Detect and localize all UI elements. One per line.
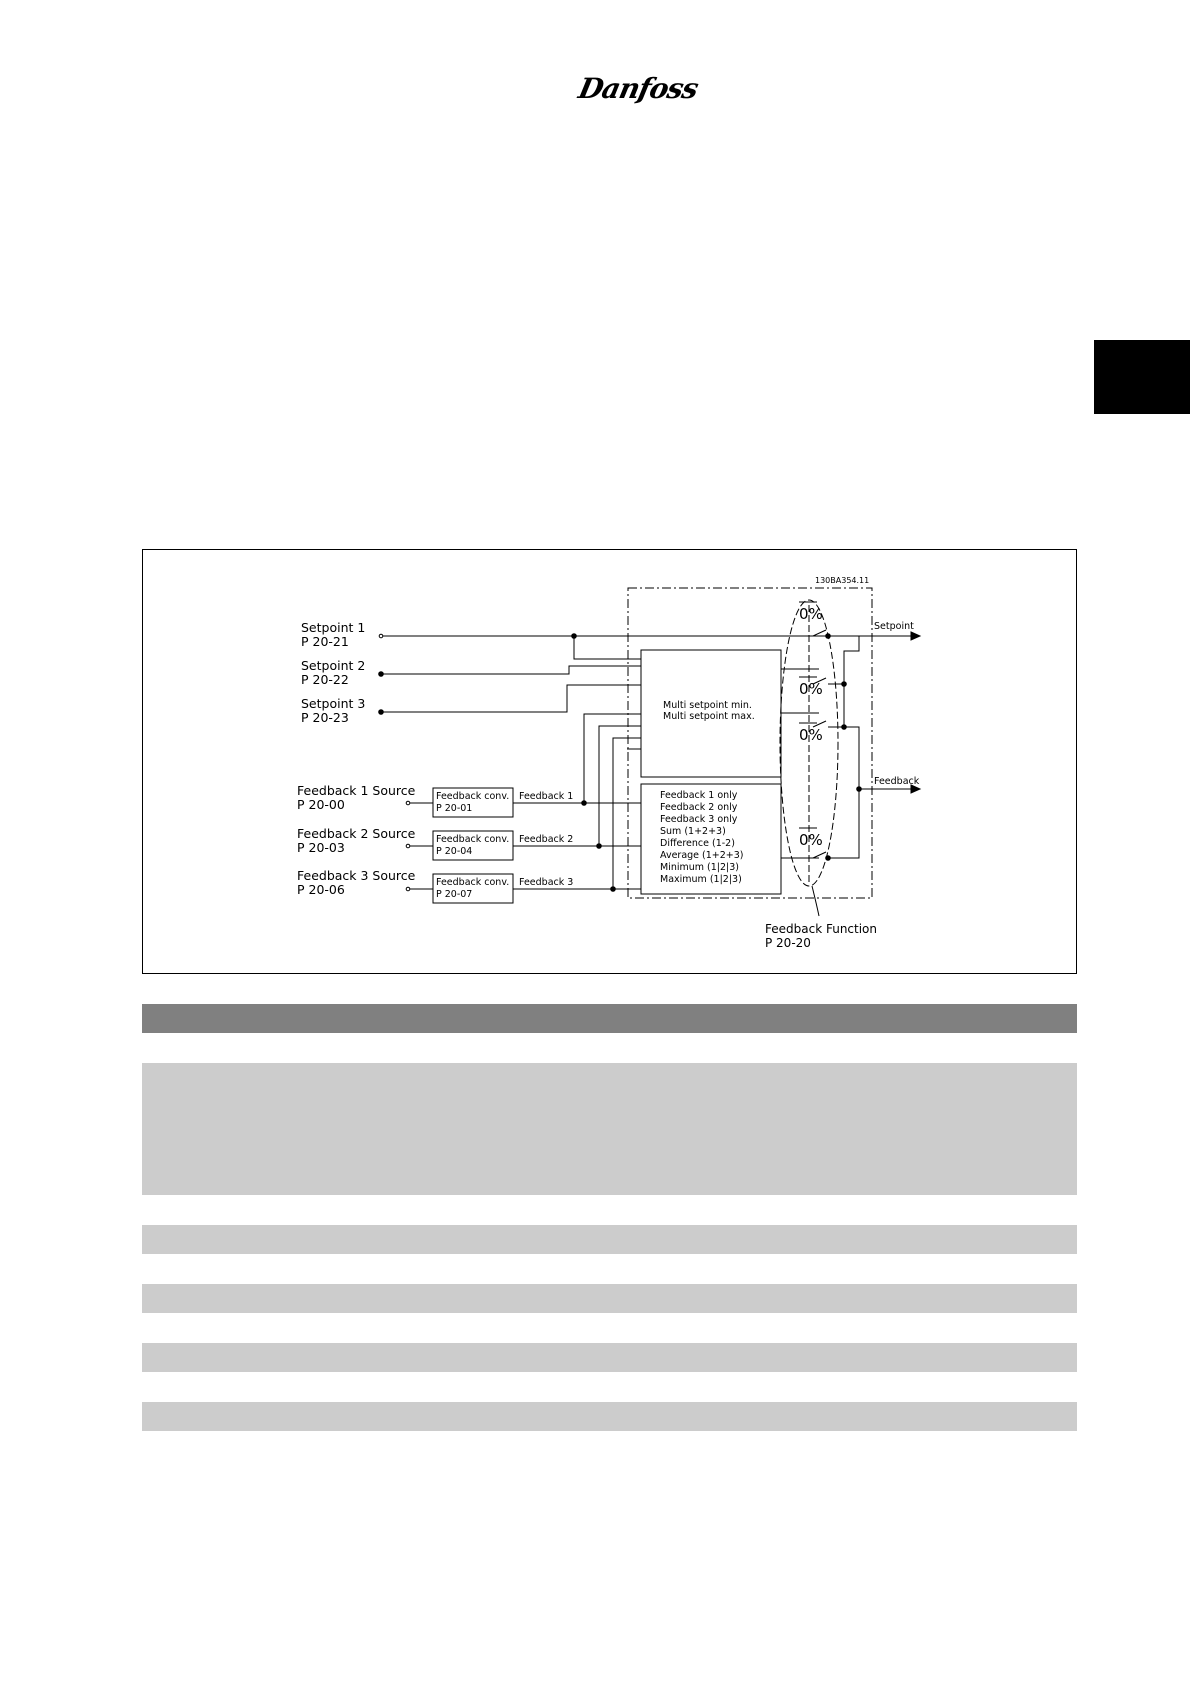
multi-setpoint-max: Multi setpoint max. bbox=[663, 711, 755, 722]
setpoint-1-param: P 20-21 bbox=[301, 634, 349, 649]
danfoss-logo: Danfoss bbox=[575, 72, 701, 105]
feedback-3-line-label: Feedback 3 bbox=[519, 877, 573, 888]
setpoint-3-label: Setpoint 3 bbox=[301, 696, 365, 711]
feedback-function-box bbox=[640, 783, 782, 895]
feedback-conv-3-label: Feedback conv. bbox=[436, 877, 509, 888]
switch-label-2: 0% bbox=[799, 680, 823, 698]
feedback-conv-1-param: P 20-01 bbox=[436, 803, 472, 814]
function-option-8: Maximum (1|2|3) bbox=[660, 874, 742, 885]
feedback-conv-3-param: P 20-07 bbox=[436, 889, 472, 900]
feedback-3-source-label: Feedback 3 Source bbox=[297, 868, 416, 883]
feedback-1-source-param: P 20-00 bbox=[297, 797, 345, 812]
feedback-diagram-frame: 130BA354.11 Setpoint 1 P 20-21 Setpoint … bbox=[142, 549, 1077, 974]
function-option-6: Average (1+2+3) bbox=[660, 850, 744, 861]
function-option-1: Feedback 1 only bbox=[660, 790, 738, 801]
setpoint-output-label: Setpoint bbox=[874, 621, 914, 632]
function-option-3: Feedback 3 only bbox=[660, 814, 738, 825]
table-header-bar bbox=[142, 1004, 1077, 1033]
table-row bbox=[142, 1225, 1077, 1254]
function-option-2: Feedback 2 only bbox=[660, 802, 738, 813]
feedback-conv-1-label: Feedback conv. bbox=[436, 791, 509, 802]
feedback-2-source-label: Feedback 2 Source bbox=[297, 826, 416, 841]
table-row bbox=[142, 1343, 1077, 1372]
switch-label-1: 0% bbox=[799, 605, 823, 623]
function-option-4: Sum (1+2+3) bbox=[660, 826, 726, 837]
table-row bbox=[142, 1402, 1077, 1431]
feedback-1-source-label: Feedback 1 Source bbox=[297, 783, 416, 798]
function-option-7: Minimum (1|2|3) bbox=[660, 862, 739, 873]
multi-setpoint-min: Multi setpoint min. bbox=[663, 700, 752, 711]
controller-enclosure bbox=[627, 587, 873, 899]
feedback-output-label: Feedback bbox=[874, 776, 920, 787]
feedback-function-param: P 20-20 bbox=[765, 936, 811, 950]
switch-label-4: 0% bbox=[799, 831, 823, 849]
setpoint-2-param: P 20-22 bbox=[301, 672, 349, 687]
section-tab bbox=[1094, 340, 1190, 414]
table-row-block bbox=[142, 1063, 1077, 1195]
feedback-3-source-param: P 20-06 bbox=[297, 882, 345, 897]
setpoint-1-label: Setpoint 1 bbox=[301, 620, 365, 635]
feedback-2-line-label: Feedback 2 bbox=[519, 834, 573, 845]
setpoint-2-label: Setpoint 2 bbox=[301, 658, 365, 673]
diagram-code: 130BA354.11 bbox=[815, 576, 869, 585]
switch-label-3: 0% bbox=[799, 726, 823, 744]
table-row bbox=[142, 1284, 1077, 1313]
feedback-function-ellipse bbox=[779, 599, 839, 887]
feedback-conv-2-param: P 20-04 bbox=[436, 846, 472, 857]
function-option-5: Difference (1-2) bbox=[660, 838, 735, 849]
feedback-diagram: 130BA354.11 Setpoint 1 P 20-21 Setpoint … bbox=[297, 576, 922, 950]
feedback-1-line-label: Feedback 1 bbox=[519, 791, 573, 802]
feedback-conv-2-label: Feedback conv. bbox=[436, 834, 509, 845]
feedback-2-source-param: P 20-03 bbox=[297, 840, 345, 855]
feedback-function-label: Feedback Function bbox=[765, 922, 877, 936]
setpoint-3-param: P 20-23 bbox=[301, 710, 349, 725]
